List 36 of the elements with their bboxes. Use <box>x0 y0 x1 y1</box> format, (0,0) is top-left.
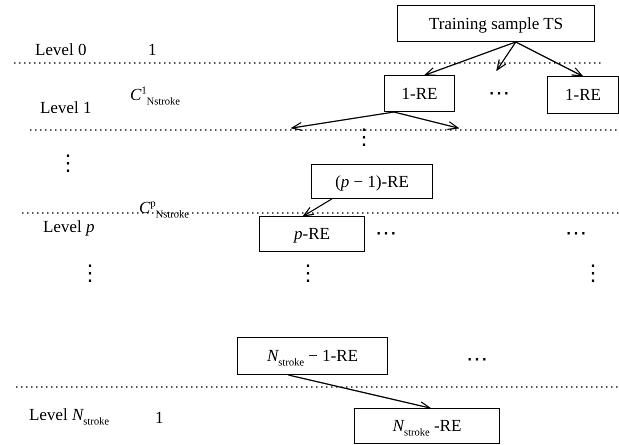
ellipsis: ⋮ <box>79 262 101 284</box>
level-label: Level p <box>43 218 94 235</box>
process-box <box>259 216 365 252</box>
arrow <box>291 111 394 131</box>
level-label: Level 1 <box>40 99 92 116</box>
ellipsis: ⋯ <box>488 82 510 104</box>
box-label: 1-RE <box>402 84 438 104</box>
arrow <box>424 41 516 76</box>
process-box <box>311 164 433 199</box>
box-label: p-RE <box>294 224 330 244</box>
arrow <box>496 42 516 71</box>
process-box <box>397 5 595 42</box>
ellipsis: ⋮ <box>57 152 79 174</box>
level-label: 1 <box>148 41 156 58</box>
arrow <box>516 41 583 77</box>
ellipsis: ⋮ <box>353 126 375 148</box>
ellipsis: ⋮ <box>297 262 319 284</box>
level-label: 1 <box>155 409 164 426</box>
level-label: Level 0 <box>35 41 86 58</box>
box-label: 1-RE <box>565 85 601 105</box>
box-label: N$_{stroke}$ − 1-RE <box>266 346 358 366</box>
process-box <box>237 337 388 375</box>
ellipsis: ⋯ <box>375 222 397 244</box>
box-label: Training sample TS <box>428 14 564 34</box>
ellipsis: ⋯ <box>565 222 587 244</box>
level-label: Level N$_{stroke}$ <box>29 406 110 423</box>
ellipsis: ⋯ <box>466 348 488 370</box>
arrow <box>394 111 459 130</box>
box-label: (p − 1)-RE <box>335 172 409 192</box>
process-box <box>354 408 500 444</box>
arrow <box>288 374 431 410</box>
ellipsis: ⋮ <box>582 262 604 284</box>
process-box <box>547 76 619 114</box>
arrow <box>302 198 332 217</box>
box-label: N$_{stroke}$ -RE <box>392 416 462 436</box>
process-box <box>384 75 455 112</box>
